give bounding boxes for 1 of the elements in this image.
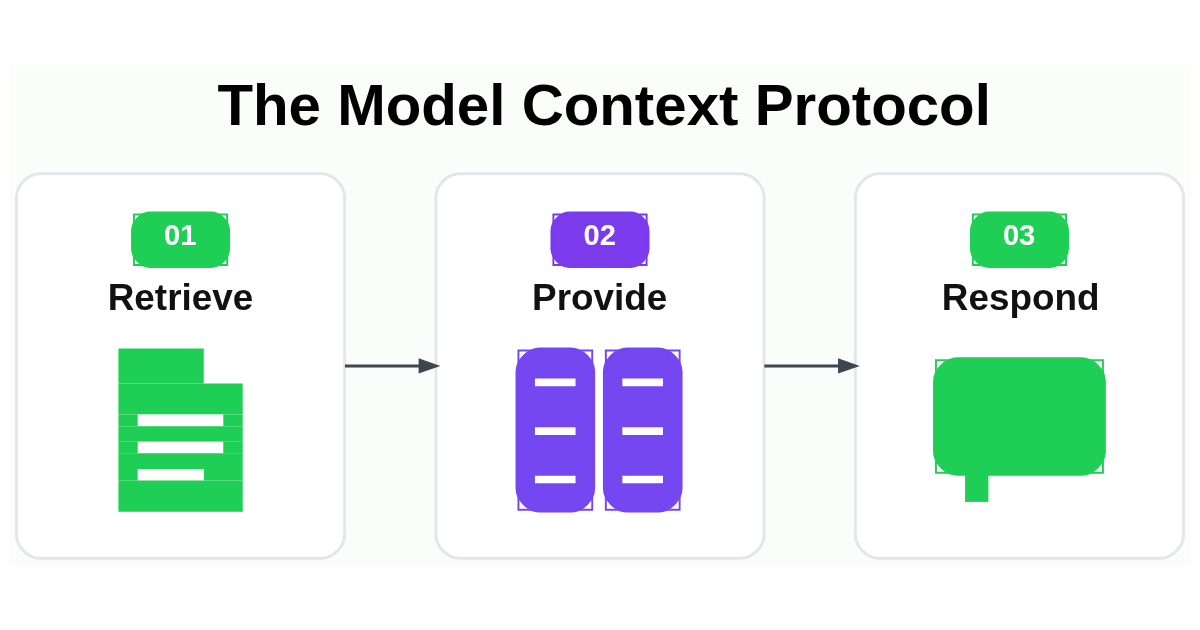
diagram-title: The Model Context Protocol: [217, 71, 991, 137]
